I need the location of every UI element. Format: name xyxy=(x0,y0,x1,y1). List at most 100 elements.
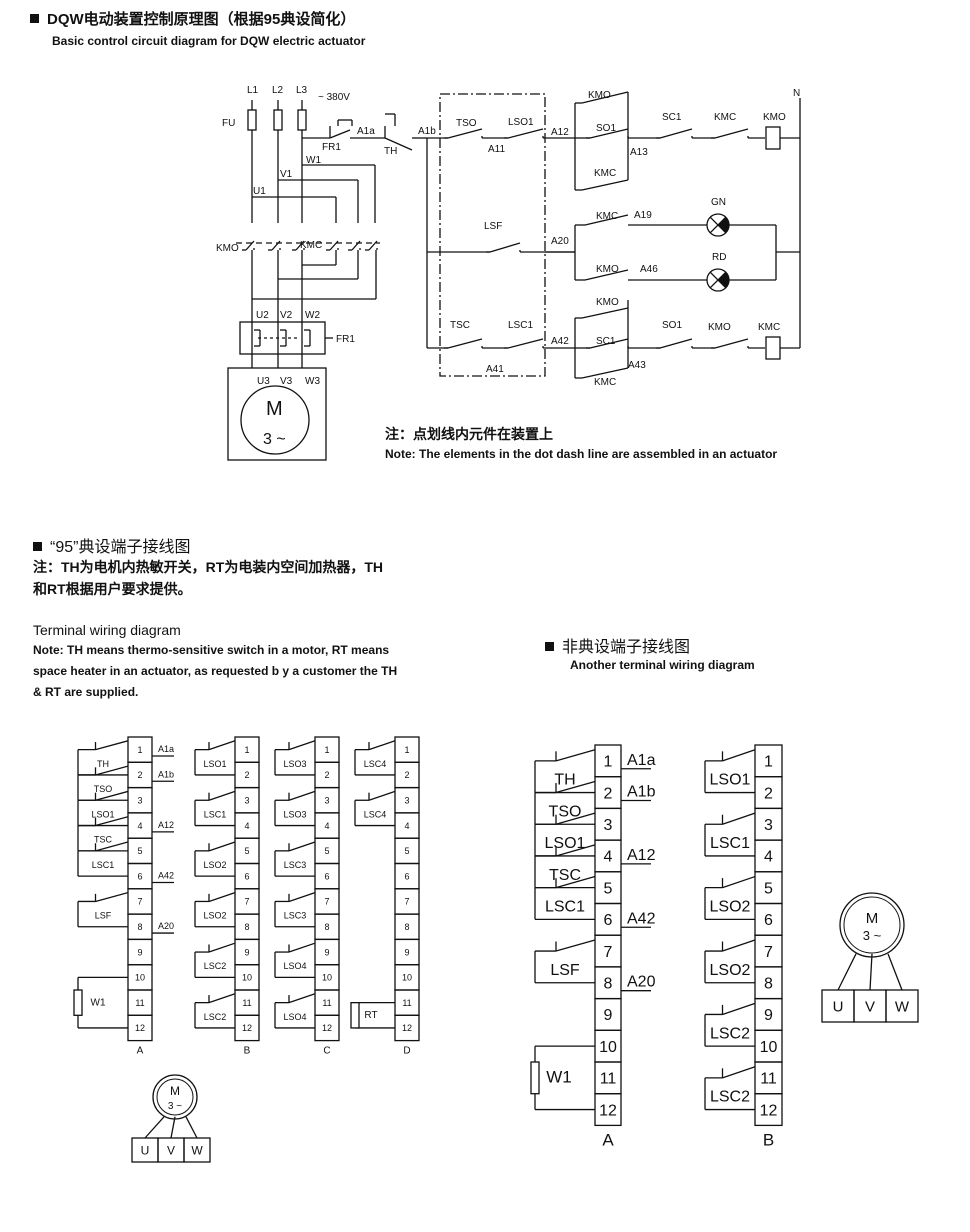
terminal-number: 9 xyxy=(604,1007,613,1024)
section2-note-cn-2: 和RT根据用户要求提供。 xyxy=(33,581,192,597)
circuit-label-kmo: KMO xyxy=(596,297,619,308)
component-label: LSO2 xyxy=(710,962,751,979)
strip-label-d: D xyxy=(403,1046,410,1057)
terminal-number: 9 xyxy=(244,947,249,957)
bullet-square-icon xyxy=(33,542,42,551)
terminal-number: 8 xyxy=(604,976,613,993)
tso-contact-blade xyxy=(447,128,483,139)
component-label: RT xyxy=(364,1010,377,1021)
switch-icon-blade xyxy=(95,891,129,903)
switch-icon-blade xyxy=(95,765,129,776)
switch-icon-blade xyxy=(722,749,756,762)
section2-subtitle: Terminal wiring diagram xyxy=(33,622,181,638)
component-label: LSC1 xyxy=(204,809,227,819)
terminal-number: 6 xyxy=(604,912,613,929)
signal-label: A1b xyxy=(158,769,174,779)
circuit-label-kmo: KMO xyxy=(763,112,786,123)
terminal-number: 2 xyxy=(604,785,613,802)
component-label: LSO4 xyxy=(283,961,306,971)
switch-icon-blade xyxy=(722,1002,756,1016)
actuator-motor-box xyxy=(227,367,327,461)
switch-icon-blade xyxy=(95,790,129,801)
terminal-number: 3 xyxy=(404,795,409,805)
component-label: LSC1 xyxy=(92,860,115,870)
kmc-hold-contact xyxy=(581,179,629,191)
motor-terminal-label: U xyxy=(141,1143,150,1157)
lsf-contact-blade xyxy=(489,242,521,253)
terminal-number: 4 xyxy=(137,821,142,831)
th-contact xyxy=(384,137,413,151)
circuit-label-gn: GN xyxy=(711,197,726,208)
component-label: LSC2 xyxy=(710,1025,750,1042)
terminal-number: 7 xyxy=(764,944,773,961)
component-label: LSF xyxy=(550,962,580,979)
terminal-number: 5 xyxy=(244,846,249,856)
fuse-icon xyxy=(297,109,307,131)
terminal-number: 5 xyxy=(604,880,613,897)
motor-phase: 3 ~ xyxy=(863,928,882,943)
circuit-label-rd: RD xyxy=(712,252,726,263)
signal-label: A12 xyxy=(627,847,656,864)
switch-icon-blade xyxy=(722,875,756,889)
terminal-number: 8 xyxy=(324,922,329,932)
terminal-number: 1 xyxy=(604,754,613,771)
red-lamp-icon-fill xyxy=(718,272,730,288)
circuit-label-tso: TSO xyxy=(456,118,477,129)
circuit-label-fu: FU xyxy=(222,118,235,129)
circuit-label-u2: U2 xyxy=(256,310,269,321)
circuit-label-a1a: A1a xyxy=(357,126,375,137)
signal-label: A1a xyxy=(158,744,174,754)
kmo-interlock-contact-blade xyxy=(714,338,749,349)
motor-terminal-label: V xyxy=(865,998,875,1015)
red-lamp-icon-x xyxy=(709,271,727,289)
switch-icon-blade xyxy=(288,740,316,751)
terminal-number: 10 xyxy=(242,973,252,983)
terminal-number: 4 xyxy=(604,849,613,866)
switch-icon-blade xyxy=(555,875,596,889)
terminal-number: 6 xyxy=(324,871,329,881)
component-label: LSC2 xyxy=(710,1089,750,1106)
signal-label: A20 xyxy=(627,974,656,991)
switch-icon-blade xyxy=(208,790,236,801)
green-lamp-icon-x xyxy=(709,216,727,234)
circuit-label-kmc: KMC xyxy=(300,240,322,251)
circuit-label-a11: A11 xyxy=(488,144,505,155)
circuit-label-kmo: KMO xyxy=(596,264,619,275)
tsc-contact-blade xyxy=(447,338,483,349)
switch-icon-blade xyxy=(208,841,236,852)
circuit-label-w2: W2 xyxy=(305,310,320,321)
switch-icon-blade xyxy=(95,841,129,852)
terminal-number: 6 xyxy=(404,871,409,881)
terminal-number: 4 xyxy=(404,821,409,831)
section2-note-en-3: & RT are supplied. xyxy=(33,685,139,699)
signal-label: A1b xyxy=(627,783,656,800)
motor-lead xyxy=(170,1116,176,1139)
terminal-number: 2 xyxy=(404,770,409,780)
switch-icon-blade xyxy=(95,816,129,827)
section2-note-cn-1: 注：TH为电机内热敏开关，RT为电装内空间加热器，TH xyxy=(33,559,383,575)
kmo-hold-contact xyxy=(581,91,629,104)
circuit-label-u3: U3 xyxy=(257,376,270,387)
component-label: LSC1 xyxy=(545,899,585,916)
terminal-number: 6 xyxy=(244,871,249,881)
component-label: W1 xyxy=(546,1068,572,1087)
component-label: TH xyxy=(97,759,109,769)
component-label: LSO3 xyxy=(283,809,306,819)
terminal-number: 2 xyxy=(137,770,142,780)
circuit-label-tsc: TSC xyxy=(450,320,470,331)
motor-lead xyxy=(144,1116,165,1139)
motor-phase: 3 ~ xyxy=(168,1101,182,1112)
switch-icon-blade xyxy=(288,891,316,903)
circuit-label-sc1: SC1 xyxy=(662,112,682,123)
circuit-label-a20: A20 xyxy=(551,236,569,247)
switch-icon-blade xyxy=(555,844,596,857)
terminal-number: 11 xyxy=(760,1071,777,1088)
circuit-label-a46: A46 xyxy=(640,264,658,275)
switch-icon-blade xyxy=(368,740,396,751)
terminal-number: 2 xyxy=(324,770,329,780)
circuit-label-l3: L3 xyxy=(296,85,308,96)
circuit-label-a12: A12 xyxy=(551,127,569,138)
circuit-label-so1: SO1 xyxy=(662,320,682,331)
circuit-label-3: 3 ~ xyxy=(263,431,286,448)
circuit-note-cn: 注：点划线内元件在装置上 xyxy=(385,426,553,442)
